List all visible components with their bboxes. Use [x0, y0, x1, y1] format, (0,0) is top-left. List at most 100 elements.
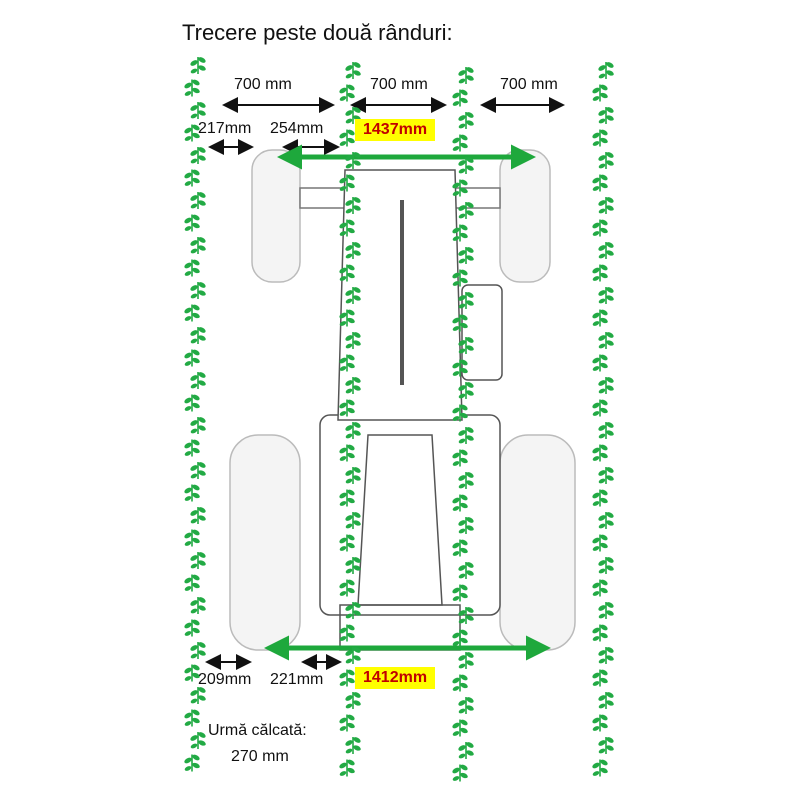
fuel-tank [461, 284, 503, 381]
rear-inner-gap-label: 221mm [270, 671, 324, 688]
plant-icon [339, 669, 355, 687]
plant-icon [345, 332, 361, 349]
plant-icon [339, 444, 355, 462]
plant-icon [345, 242, 361, 259]
plant-icon [184, 394, 200, 412]
footprint-label: Urmă călcată: [208, 722, 307, 739]
plant-icon [184, 574, 200, 592]
row-spacing-label-2: 700 mm [370, 76, 428, 93]
plant-icon [452, 719, 468, 737]
plant-icon [345, 377, 361, 394]
front-left-tire [251, 149, 301, 283]
plant-icon [458, 247, 474, 264]
plant-icon [452, 539, 468, 557]
plant-icon [339, 264, 355, 282]
plant-icon [339, 219, 355, 237]
plant-icon [452, 179, 468, 197]
plant-rows [184, 57, 614, 782]
plant-icon [190, 372, 206, 389]
front-right-tire [499, 149, 551, 283]
plant-icon [592, 759, 608, 777]
plant-icon [190, 147, 206, 164]
plant-icon [345, 647, 361, 664]
plant-icon [458, 427, 474, 444]
plant-icon [452, 359, 468, 377]
plant-icon [458, 607, 474, 624]
plant-icon [598, 332, 614, 349]
plant-icon [452, 134, 468, 152]
row-spacing-label-1: 700 mm [234, 76, 292, 93]
plant-icon [592, 444, 608, 462]
plant-icon [592, 309, 608, 327]
plant-icon [339, 534, 355, 552]
plant-icon [339, 309, 355, 327]
plant-icon [598, 242, 614, 259]
diagram-title: Trecere peste două rânduri: [182, 20, 453, 45]
plant-icon [345, 602, 361, 619]
plant-icon [458, 697, 474, 714]
plant-icon [592, 669, 608, 687]
plant-icon [190, 462, 206, 479]
plant-icon [190, 102, 206, 119]
plant-icon [458, 112, 474, 129]
cab-rear [357, 434, 443, 606]
plant-icon [458, 472, 474, 489]
plant-icon [190, 417, 206, 434]
plant-icon [184, 484, 200, 502]
front-track-width-badge: 1437mm [355, 119, 436, 141]
plant-icon [592, 534, 608, 552]
plant-icon [598, 107, 614, 124]
plant-icon [592, 714, 608, 732]
front-inner-gap-label: 254mm [270, 120, 324, 137]
plant-icon [184, 754, 200, 772]
plant-icon [190, 732, 206, 749]
plant-icon [592, 84, 608, 102]
plant-icon [190, 327, 206, 344]
plant-icon [345, 737, 361, 754]
plant-icon [345, 62, 361, 79]
plant-icon [190, 597, 206, 614]
row-spacing-label-3: 700 mm [500, 76, 558, 93]
plant-icon [592, 579, 608, 597]
plant-icon [184, 124, 200, 142]
plant-icon [452, 674, 468, 692]
rear-left-gap-label: 209mm [198, 671, 252, 688]
plant-icon [592, 399, 608, 417]
plant-icon [592, 354, 608, 372]
plant-icon [190, 282, 206, 299]
plant-icon [184, 304, 200, 322]
plant-icon [339, 84, 355, 102]
plant-icon [184, 214, 200, 232]
plant-icon [190, 552, 206, 569]
plant-icon [190, 507, 206, 524]
plant-icon [184, 619, 200, 637]
rear-right-tire [499, 434, 576, 651]
plant-icon [592, 219, 608, 237]
plant-icon [598, 152, 614, 169]
plant-icon [345, 512, 361, 529]
plant-icon [190, 192, 206, 209]
plant-icon [458, 517, 474, 534]
plant-icon [452, 404, 468, 422]
plant-icon [452, 89, 468, 107]
plant-icon [452, 449, 468, 467]
tractor-drawing [229, 149, 576, 651]
plant-icon [592, 489, 608, 507]
plant-icon [458, 67, 474, 84]
plant-icon [458, 742, 474, 759]
plant-icon [598, 692, 614, 709]
plant-icon [452, 314, 468, 332]
plant-icon [452, 584, 468, 602]
plant-icon [339, 624, 355, 642]
plant-icon [339, 129, 355, 147]
plant-icon [339, 174, 355, 192]
plant-icon [184, 709, 200, 727]
plant-icon [598, 197, 614, 214]
plant-icon [598, 557, 614, 574]
plant-icon [339, 714, 355, 732]
plant-icon [592, 624, 608, 642]
plant-icon [458, 562, 474, 579]
plant-icon [345, 422, 361, 439]
